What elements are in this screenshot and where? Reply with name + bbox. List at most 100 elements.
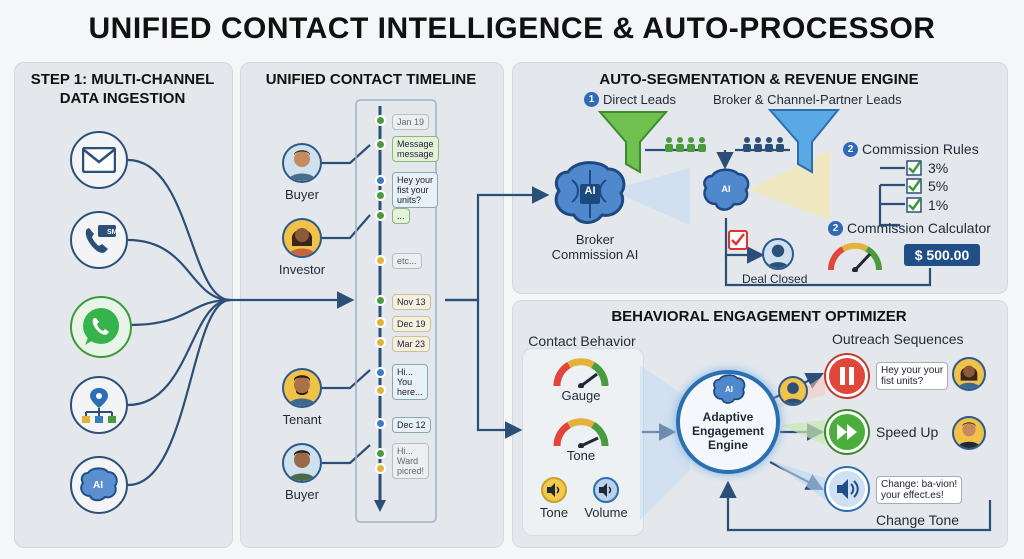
outreach-message-2[interactable]: Change: ba-vion! your effect.es! bbox=[876, 476, 963, 504]
contact-label-buyer-1: Buyer bbox=[285, 187, 319, 202]
sms-channel[interactable]: SMS bbox=[70, 211, 128, 269]
speaker-icon bbox=[837, 479, 859, 499]
timeline-entry-1[interactable]: Jan 19 bbox=[392, 114, 430, 130]
timeline-title: UNIFIED CONTACT TIMELINE bbox=[265, 71, 477, 88]
contact-label-tenant: Tenant bbox=[282, 412, 322, 427]
contact-label-investor: Investor bbox=[278, 262, 326, 277]
broker-people-icon bbox=[743, 137, 784, 152]
entry-2-line-2: message bbox=[397, 149, 434, 159]
step1-title-line1: STEP 1: MULTI-CHANNEL bbox=[30, 71, 215, 88]
sms-phone-icon bbox=[85, 225, 116, 253]
timeline-entry-6[interactable]: Nov 13 bbox=[392, 294, 431, 310]
timeline-entry-7[interactable]: Dec 19 bbox=[392, 316, 431, 332]
entry-3-line-2: fist your bbox=[397, 185, 429, 195]
gauge-meter-icon bbox=[553, 358, 609, 388]
step1-title-line2: DATA INGESTION bbox=[59, 90, 186, 107]
location-network-icon bbox=[82, 388, 116, 423]
rate-2: 5% bbox=[928, 178, 949, 194]
outreach-avatar-1 bbox=[778, 376, 808, 406]
engine-ai-text: AI bbox=[725, 385, 733, 394]
tone-speaker-button[interactable] bbox=[541, 477, 567, 503]
whatsapp-channel[interactable] bbox=[70, 296, 132, 358]
sms-label: SMS bbox=[107, 229, 123, 236]
timeline-dot bbox=[375, 448, 386, 459]
direct-leads-label: Direct Leads bbox=[603, 92, 676, 107]
volume-speaker-button[interactable] bbox=[593, 477, 619, 503]
timeline-dot bbox=[375, 463, 386, 474]
location-channel[interactable] bbox=[70, 376, 128, 434]
timeline-dot bbox=[375, 115, 386, 126]
segmentation-brain-icon bbox=[703, 168, 750, 211]
timeline-dot bbox=[375, 385, 386, 396]
step-badge-2: 2 bbox=[843, 142, 858, 157]
gauge-label: Gauge bbox=[561, 388, 601, 403]
timeline-dot bbox=[375, 418, 386, 429]
outreach-message-1[interactable]: Hey your your fist units? bbox=[876, 362, 949, 390]
timeline-dot bbox=[375, 139, 386, 150]
timeline-entry-5[interactable]: etc... bbox=[392, 253, 422, 269]
pause-icon bbox=[840, 367, 854, 385]
person-icon bbox=[288, 375, 316, 406]
pause-button[interactable] bbox=[826, 355, 868, 397]
timeline-entry-2[interactable]: Message message bbox=[392, 136, 439, 162]
tone-label: Tone bbox=[566, 448, 596, 463]
ai-channel[interactable]: AI bbox=[70, 456, 128, 514]
behavioral-title: BEHAVIORAL ENGAGEMENT OPTIMIZER bbox=[611, 308, 907, 325]
person-icon bbox=[288, 150, 316, 181]
check-icon bbox=[906, 197, 922, 213]
speed-up-button[interactable] bbox=[826, 411, 868, 453]
ai-brain-icon bbox=[80, 467, 118, 502]
contact-behavior-box bbox=[522, 348, 644, 536]
tone2-label: Tone bbox=[539, 505, 569, 520]
volume-label: Volume bbox=[584, 505, 628, 520]
step-badge-1: 1 bbox=[584, 92, 599, 107]
timeline-entry-3[interactable]: Hey your fist your units? bbox=[392, 172, 439, 208]
outreach-message-2-line-1: Change: ba-vion! bbox=[881, 479, 958, 490]
segmentation-brain-ai-text: AI bbox=[721, 184, 731, 194]
broker-commission-brain-icon bbox=[554, 161, 626, 224]
engine-label-line-1: Adaptive bbox=[702, 410, 754, 424]
broker-leads-label: Broker & Channel-Partner Leads bbox=[713, 92, 902, 107]
entry-3-line-3: units? bbox=[397, 195, 422, 205]
step-badge-3: 2 bbox=[828, 221, 843, 236]
email-icon bbox=[82, 147, 116, 173]
page-title: UNIFIED CONTACT INTELLIGENCE & AUTO-PROC… bbox=[88, 12, 936, 45]
timeline-dot bbox=[375, 210, 386, 221]
fast-forward-icon bbox=[837, 424, 857, 440]
timeline-dot bbox=[375, 317, 386, 328]
lead-people-icon bbox=[665, 137, 706, 152]
check-icon bbox=[906, 178, 922, 194]
timeline-entry-4[interactable]: ... bbox=[392, 208, 410, 224]
gauge-icon bbox=[827, 242, 883, 272]
timeline-dot bbox=[375, 367, 386, 378]
timeline-dot bbox=[375, 175, 386, 186]
ai-channel-label: AI bbox=[93, 480, 103, 491]
person-icon bbox=[767, 244, 789, 268]
timeline-entry-11[interactable]: Hi... Ward picred! bbox=[392, 443, 430, 479]
outreach-label: Outreach Sequences bbox=[832, 331, 964, 347]
change-tone-button[interactable] bbox=[826, 468, 868, 510]
volume-icon bbox=[599, 483, 612, 497]
commission-calculator-label: Commission Calculator bbox=[847, 220, 991, 236]
deal-check-icon bbox=[728, 230, 748, 250]
outreach-message-1-line-1: Hey your your bbox=[881, 365, 944, 376]
engine-label-line-3: Engine bbox=[707, 438, 748, 452]
deal-closed-label: Deal Closed bbox=[742, 272, 808, 286]
timeline-entry-8[interactable]: Mar 23 bbox=[392, 336, 431, 352]
broker-brain-ai-text: AI bbox=[584, 185, 596, 197]
email-channel[interactable] bbox=[70, 131, 128, 189]
tone-meter-icon bbox=[553, 418, 609, 448]
broker-funnel-icon bbox=[768, 109, 840, 174]
speed-up-label: Speed Up bbox=[876, 424, 939, 440]
outreach-message-2-line-2: your effect.es! bbox=[881, 490, 944, 501]
timeline-dot bbox=[375, 337, 386, 348]
outreach-avatar-3 bbox=[952, 416, 986, 450]
timeline-dot bbox=[375, 190, 386, 201]
entry-9-line-1: Hi... bbox=[397, 367, 414, 377]
broker-ai-label-2: Commission AI bbox=[551, 247, 639, 262]
timeline-entry-9[interactable]: Hi... You here... bbox=[392, 364, 428, 400]
deal-closed-avatar bbox=[762, 238, 794, 270]
contact-label-buyer-2: Buyer bbox=[285, 487, 319, 502]
timeline-entry-10[interactable]: Dec 12 bbox=[392, 417, 431, 433]
engine-brain-icon bbox=[713, 374, 746, 404]
